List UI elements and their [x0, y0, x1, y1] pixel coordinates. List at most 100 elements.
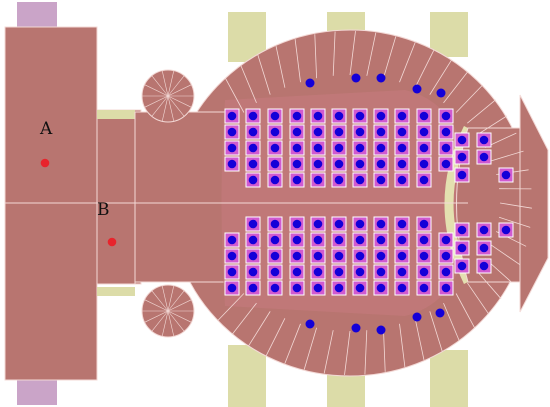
- mesh-line: [443, 71, 469, 104]
- seat-dot: [376, 219, 386, 229]
- seat-dot: [479, 243, 489, 253]
- mesh-lines: [5, 31, 532, 375]
- seat-dot: [248, 283, 258, 293]
- mesh-line: [265, 318, 286, 356]
- seat-dot: [441, 251, 451, 261]
- mesh-line: [364, 330, 368, 375]
- mesh-line: [151, 75, 169, 97]
- seat-dot: [334, 219, 344, 229]
- seat-dot: [270, 127, 280, 137]
- seat-dot: [419, 159, 429, 169]
- seat-dot: [270, 143, 280, 153]
- column-4: [228, 345, 266, 407]
- seat-dot: [397, 283, 407, 293]
- end-block-bottom: [17, 378, 57, 405]
- seat-dot: [397, 127, 407, 137]
- seat-dot: [355, 251, 365, 261]
- mesh-line: [167, 70, 175, 97]
- seat-dot: [313, 127, 323, 137]
- mesh-line: [366, 32, 377, 76]
- mesh-line: [414, 318, 425, 361]
- mesh-line: [499, 202, 532, 209]
- mesh-line: [429, 311, 443, 352]
- mesh-line: [303, 327, 317, 370]
- seat-dot: [227, 143, 237, 153]
- mesh-line: [231, 302, 257, 335]
- mesh-line: [167, 290, 185, 312]
- mesh-line: [161, 285, 169, 312]
- end-block-top: [17, 2, 57, 30]
- seat-dot: [376, 143, 386, 153]
- mesh-line: [167, 299, 192, 312]
- seat-dot: [334, 267, 344, 277]
- seat-dot: [305, 78, 315, 88]
- mesh-line: [349, 31, 356, 76]
- seat-dot: [355, 219, 365, 229]
- seat-dot: [292, 111, 302, 121]
- seat-dot: [355, 143, 365, 153]
- seat-dot: [313, 219, 323, 229]
- seat-dot: [248, 143, 258, 153]
- seat-dot: [397, 251, 407, 261]
- seat-dot: [412, 84, 422, 94]
- seat-dot: [419, 251, 429, 261]
- seat-dot: [334, 143, 344, 153]
- seat-dot: [334, 127, 344, 137]
- seat-dot: [248, 235, 258, 245]
- mesh-line: [383, 36, 397, 79]
- seat-dot: [479, 135, 489, 145]
- seat-dot: [419, 127, 429, 137]
- mesh-line: [491, 244, 521, 266]
- seat-dot: [441, 235, 451, 245]
- mesh-line: [455, 84, 483, 113]
- seat-dot: [376, 283, 386, 293]
- seat-dots: [227, 73, 511, 335]
- seat-dot: [376, 235, 386, 245]
- seat-dot: [435, 308, 445, 318]
- seat-dot: [248, 127, 258, 137]
- seat-dot: [457, 261, 467, 271]
- seat-dot: [457, 135, 467, 145]
- seat-dot: [292, 283, 302, 293]
- mesh-line: [498, 216, 531, 228]
- mesh-line: [151, 290, 169, 312]
- seat-dot: [376, 73, 386, 83]
- seat-dot: [397, 267, 407, 277]
- mesh-line: [144, 310, 169, 323]
- mesh-line: [151, 95, 169, 117]
- mesh-line: [167, 95, 192, 108]
- mesh-line: [248, 311, 271, 347]
- mesh-line: [455, 293, 476, 329]
- seat-dot: [270, 175, 280, 185]
- seat-dot: [355, 235, 365, 245]
- left-corridor: [96, 109, 142, 285]
- mesh-line: [314, 34, 317, 79]
- mesh-line: [167, 95, 185, 117]
- seat-dot: [313, 251, 323, 261]
- seat-dot: [376, 251, 386, 261]
- seat-dot: [227, 235, 237, 245]
- seat-dot: [334, 251, 344, 261]
- seat-dot: [441, 267, 451, 277]
- seat-dot: [457, 170, 467, 180]
- mesh-line: [399, 42, 416, 83]
- seat-dot: [376, 111, 386, 121]
- seat-dot: [248, 219, 258, 229]
- seat-dot: [355, 111, 365, 121]
- mesh-line: [275, 45, 286, 88]
- seat-dot: [412, 312, 422, 322]
- seat-dot: [334, 235, 344, 245]
- mesh-line: [466, 282, 490, 315]
- mesh-line: [344, 330, 351, 375]
- seat-dot: [441, 111, 451, 121]
- mesh-line: [399, 323, 406, 368]
- mesh-line: [167, 310, 192, 323]
- seat-dot: [441, 143, 451, 153]
- seat-dot: [313, 159, 323, 169]
- seat-dot: [397, 143, 407, 153]
- seat-dot: [292, 219, 302, 229]
- mesh-line: [217, 293, 245, 322]
- seat-dot: [479, 261, 489, 271]
- seat-dot: [376, 127, 386, 137]
- column-6: [430, 350, 468, 407]
